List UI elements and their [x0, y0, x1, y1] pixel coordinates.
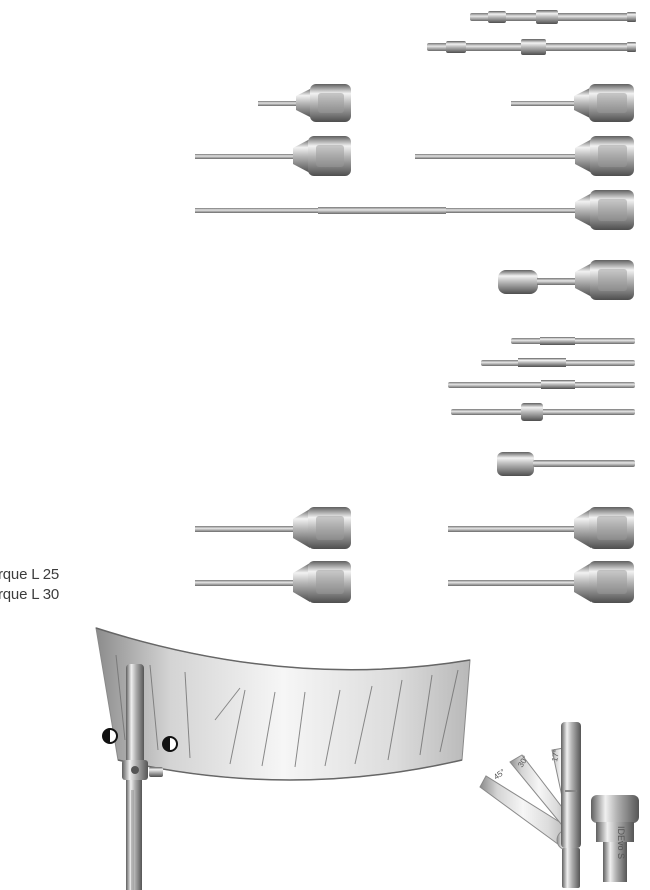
socket-bit	[497, 452, 635, 476]
abutment-mount: IDEvo S	[591, 795, 639, 882]
bit-1	[511, 337, 635, 345]
driver-short-right	[511, 84, 634, 122]
bit-3	[448, 380, 635, 389]
guide-label-17: 17°	[550, 749, 561, 762]
driver-set-upper	[195, 84, 634, 300]
driver-set-lower	[195, 507, 634, 603]
driver-extra-long	[195, 190, 634, 230]
caption-torque-l25: rque L 25	[0, 566, 60, 583]
gauge-handle	[122, 664, 163, 890]
gauge-brand-mark-left	[102, 728, 118, 744]
driver-medium-right	[415, 136, 634, 176]
socket-driver	[498, 260, 634, 300]
driver-short-left	[258, 84, 351, 122]
angle-guide: 45° 30° 17° IDEvo S	[479, 722, 639, 888]
bit-2	[481, 358, 635, 367]
guide-label-45: 45°	[492, 767, 507, 781]
long-shank-instruments	[427, 10, 636, 55]
torque-driver-2	[448, 507, 634, 549]
caption-torque-l30: rque L 30	[0, 586, 60, 603]
driver-medium-left	[195, 136, 351, 176]
bit-set	[448, 337, 635, 476]
angle-gauge-band	[95, 627, 471, 890]
torque-driver-4	[448, 561, 634, 603]
gauge-brand-mark-right	[162, 736, 178, 752]
torque-driver-3	[195, 561, 351, 603]
mount-label: IDEvo S	[616, 826, 626, 859]
shank-instrument-2	[427, 39, 636, 55]
bit-4	[451, 403, 635, 421]
guide-pin	[561, 722, 581, 888]
shank-instrument-1	[470, 10, 636, 24]
torque-driver-1	[195, 507, 351, 549]
